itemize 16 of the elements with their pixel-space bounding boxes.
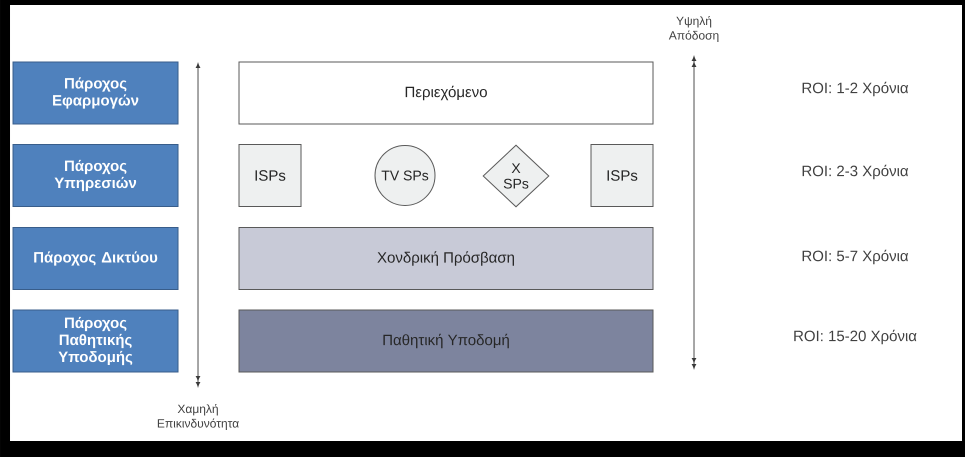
roi-label: ROI: 2-3 Χρόνια xyxy=(802,164,908,180)
layer-box: Περιεχόμενο xyxy=(238,62,654,124)
provider-box: Πάροχος Δικτύου xyxy=(12,227,178,290)
layer-box: Παθητική Υποδομή xyxy=(238,310,654,372)
circle-node: TV SPs xyxy=(374,145,436,206)
provider-box: Πάροχος Παθητικής Υποδομής xyxy=(12,310,178,372)
axis-label: Χαμηλή Επικινδυνότητα xyxy=(158,404,239,430)
roi-label: ROI: 15-20 Χρόνια xyxy=(794,330,916,344)
roi-label: ROI: 1-2 Χρόνια xyxy=(802,82,908,96)
layer-box: Χονδρική Πρόσβαση xyxy=(238,227,654,290)
axis-label: Υψηλή Απόδοση xyxy=(668,16,718,42)
provider-box: Πάροχος Εφαρμογών xyxy=(12,62,178,124)
square-box: ISPs xyxy=(590,144,654,207)
square-box: ISPs xyxy=(238,144,302,207)
roi-label: ROI: 5-7 Χρόνια xyxy=(802,250,908,264)
provider-box: Πάροχος Υπηρεσιών xyxy=(12,144,178,207)
